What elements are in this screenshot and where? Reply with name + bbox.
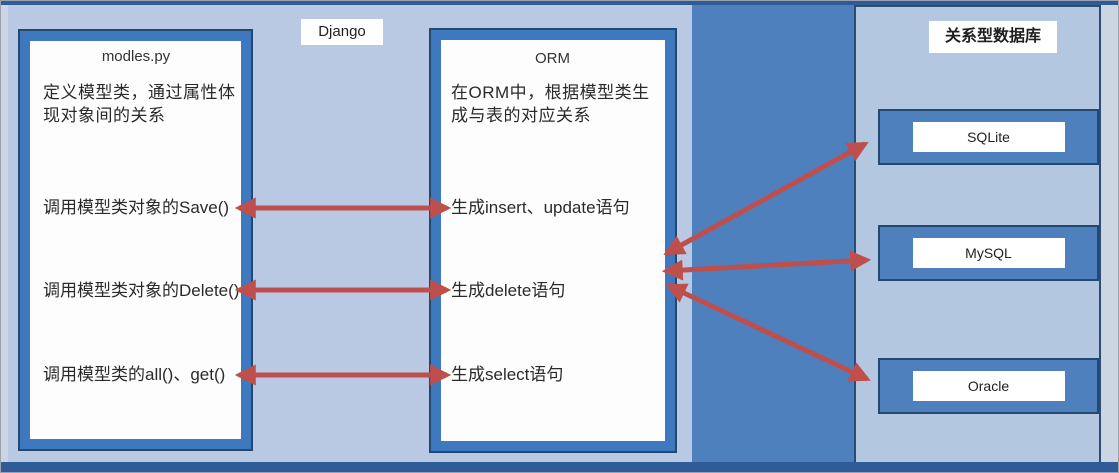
middle-band xyxy=(692,5,854,462)
models-py-box-inner xyxy=(30,41,241,439)
bottom-border xyxy=(1,462,1118,472)
db-box-mysql: MySQL xyxy=(878,225,1099,281)
models-row-all-get: 调用模型类的all()、get() xyxy=(43,365,226,384)
models-row-delete: 调用模型类对象的Delete() xyxy=(43,281,240,300)
db-label-mysql: MySQL xyxy=(912,238,1065,268)
orm-box-inner xyxy=(441,40,665,441)
orm-row-delete: 生成delete语句 xyxy=(451,281,566,300)
orm-box xyxy=(429,28,677,453)
models-py-box xyxy=(18,29,253,451)
db-label-oracle: Oracle xyxy=(912,371,1065,401)
orm-description: 在ORM中，根据模型类生成与表的对应关系 xyxy=(451,83,650,125)
orm-title: ORM xyxy=(535,50,570,67)
db-box-sqlite: SQLite xyxy=(878,109,1099,165)
django-label: Django xyxy=(301,19,383,45)
top-border xyxy=(1,1,1118,5)
orm-row-select: 生成select语句 xyxy=(451,365,564,384)
relational-db-title: 关系型数据库 xyxy=(929,21,1057,53)
models-py-description: 定义模型类，通过属性体现对象间的关系 xyxy=(43,83,236,125)
db-box-oracle: Oracle xyxy=(878,358,1099,414)
db-label-sqlite: SQLite xyxy=(912,122,1065,152)
models-row-save: 调用模型类对象的Save() xyxy=(43,198,230,217)
orm-row-insert-update: 生成insert、update语句 xyxy=(451,198,630,217)
models-py-title: modles.py xyxy=(101,48,171,65)
